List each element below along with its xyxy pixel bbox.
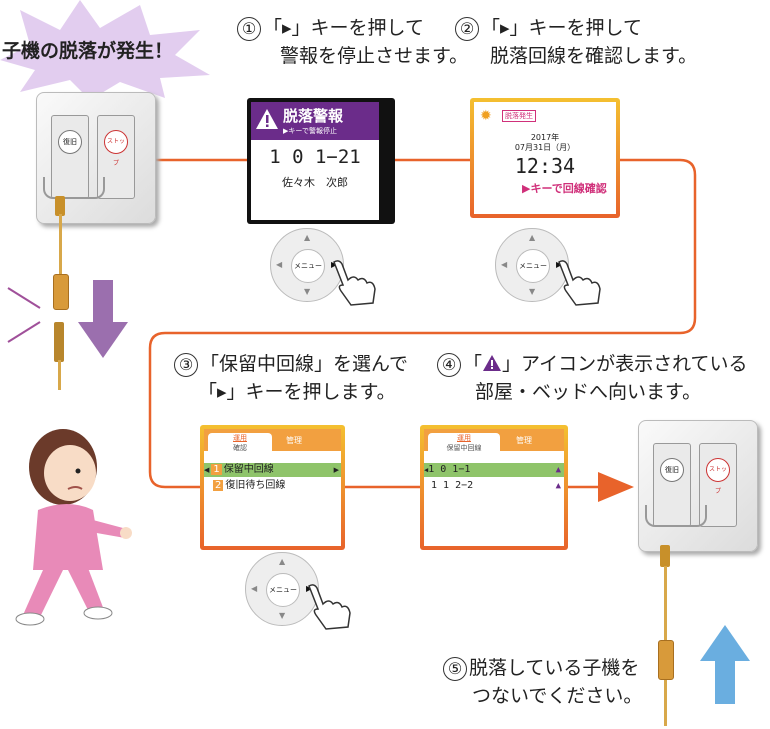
step5-number: ⑤ [443,656,467,681]
tab-operation[interactable]: 運用確認 [208,433,272,459]
step1-line2: 警報を停止させます。 [280,45,469,67]
right-key[interactable]: ▶ [331,260,338,269]
wall-outlet-left: 復旧 ストップ [36,92,156,224]
menu-key[interactable]: メニュー [266,573,300,607]
step4-number: ④ [437,352,461,377]
alarm-room-number: 1 0 1−21 [269,146,361,168]
list-row-1[interactable]: ◀1 0 1−1▲ [424,463,564,477]
step1-text1: 「▸」キーを押して [263,17,424,39]
arrow-up [700,625,750,704]
alarm-title: 脱落警報 [283,107,344,125]
clock-time: 12:34 [514,154,576,178]
step4-line2: 部屋・ベッドへ向います。 [475,381,702,403]
step4-line1: ④「」アイコンが表示されている [437,352,748,377]
sun-icon: ✹ [480,108,492,124]
step3-line2: 「▸」キーを押します。 [198,381,396,403]
right-key[interactable]: ▶ [556,260,563,269]
tab-management[interactable]: 管理 [286,436,302,445]
list-body: 運用保留中回線 管理 ◀1 0 1−1▲ 1 1 2−2▲ [424,429,564,546]
hand-icon [308,584,351,630]
menu-key[interactable]: メニュー [291,249,325,283]
warning-icon [256,109,278,129]
up-key[interactable]: ▲ [304,233,311,242]
tab-management[interactable]: 管理 [516,436,532,445]
step2-number: ② [455,16,479,41]
step3-line1: ③「保留中回線」を選んで [174,352,408,377]
reset-button[interactable]: 復旧 [660,458,684,482]
keypad-2: メニュー ▲ ▼ ◀ ▶ [495,228,569,302]
left-key[interactable]: ◀ [276,260,283,269]
alarm-body: 1 0 1−21 佐々木 次郎 [251,140,379,220]
step3-text1: 「保留中回線」を選んで [200,353,409,375]
down-key[interactable]: ▼ [304,287,311,296]
keypad-1: メニュー ▲ ▼ ◀ ▶ [270,228,344,302]
spark-lines [7,287,41,343]
flow-path [148,158,697,489]
list-row-2[interactable]: 1 1 2−2▲ [431,480,561,491]
hand-icon [333,260,376,306]
keypad-3: メニュー ▲ ▼ ◀ ▶ [245,552,319,626]
clock-date: 07月31日（月） [514,143,576,152]
step4-bracket-open: 「 [463,353,483,375]
up-key[interactable]: ▲ [529,233,536,242]
warning-icon: ▲ [555,481,561,491]
step4-text1: 」アイコンが表示されている [502,353,748,375]
right-key[interactable]: ▶ [306,584,313,593]
clock-hint: ▶キーで回線確認 [522,182,607,195]
clock-year: 2017年 [530,133,560,142]
menu-key[interactable]: メニュー [516,249,550,283]
warning-icon [483,355,502,371]
alert-text: 子機の脱落が発生！ [2,40,174,62]
step3-number: ③ [174,352,198,377]
cable [59,214,62,274]
alert-burst [0,0,210,100]
disconnect-badge: 脱落発生 [502,110,536,122]
left-key[interactable]: ◀ [251,584,258,593]
down-key[interactable]: ▼ [529,287,536,296]
alarm-patient-name: 佐々木 次郎 [282,176,348,189]
plug-detached [53,274,69,310]
stop-button[interactable]: ストップ [104,130,128,167]
screen-clock: ✹ 脱落発生 2017年 07月31日（月） 12:34 ▶キーで回線確認 [470,98,620,218]
step1-line1: ①「▸」キーを押して [237,16,424,41]
stop-button[interactable]: ストップ [706,458,730,495]
up-key[interactable]: ▲ [279,557,286,566]
flow-arrowhead [598,472,634,502]
jack-panel: 復旧 [51,115,89,199]
plug-socket [54,322,64,362]
step2-line1: ②「▸」キーを押して [455,16,642,41]
step5-text1: 脱落している子機を [469,657,640,679]
step2-text1: 「▸」キーを押して [481,17,642,39]
cradle [43,177,105,199]
step1-number: ① [237,16,261,41]
warning-icon: ▲ [555,465,561,475]
clock-body: ✹ 脱落発生 2017年 07月31日（月） 12:34 ▶キーで回線確認 [474,102,616,214]
step5-line2: つないでください。 [472,685,643,707]
burst-shape [0,0,210,100]
plug-top [55,196,65,216]
screen-alarm: 脱落警報 ▶キーで警報停止 1 0 1−21 佐々木 次郎 [247,98,395,224]
plug-right [658,640,674,680]
nurse-figure [15,429,132,626]
plug-connected [660,545,670,567]
screen-list: 運用保留中回線 管理 ◀1 0 1−1▲ 1 1 2−2▲ [420,425,568,550]
hand-icon [558,260,601,306]
left-key[interactable]: ◀ [501,260,508,269]
cable-lower [58,360,61,390]
alarm-subtitle: ▶キーで警報停止 [283,127,337,135]
tab-operation[interactable]: 運用保留中回線 [428,433,500,459]
reset-button[interactable]: 復旧 [58,130,82,154]
alarm-header: 脱落警報 ▶キーで警報停止 [251,102,379,140]
arrow-down [78,280,128,358]
wall-outlet-right: 復旧 ストップ [638,420,758,552]
cradle [645,505,707,527]
down-key[interactable]: ▼ [279,611,286,620]
step2-line2: 脱落回線を確認します。 [490,45,698,67]
